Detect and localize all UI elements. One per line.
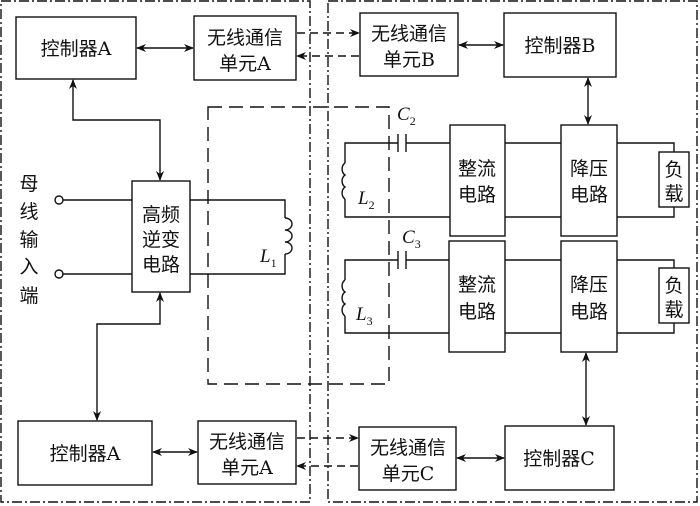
- controller-c-box: [504, 425, 615, 491]
- label-L2: L2: [357, 188, 375, 212]
- load-1-label-2: 载: [664, 183, 683, 205]
- wireless-a-top-box: [193, 15, 297, 81]
- inverter-label-2: 逆变: [142, 229, 180, 251]
- wireless-a-top-label-2: 单元A: [219, 53, 271, 75]
- controller-c-label: 控制器C: [523, 448, 595, 470]
- inverter-label-1: 高频: [142, 204, 180, 226]
- bus-terminal-top: [54, 195, 64, 205]
- controller-b-box: [503, 12, 617, 78]
- bus-input-label-1: 母: [19, 173, 38, 195]
- buck-2-label-1: 降压: [570, 274, 608, 296]
- bus-terminal-bottom: [54, 269, 64, 279]
- wireless-a-bottom-label-1: 无线通信: [209, 431, 285, 453]
- controller-a-bottom-label: 控制器A: [50, 443, 121, 465]
- rectifier-2-box: [448, 240, 506, 353]
- inverter-label-3: 电路: [142, 254, 180, 276]
- bus-input-label-4: 入: [19, 256, 38, 278]
- load-2-label-1: 负: [664, 275, 683, 297]
- controller-a-top-label: 控制器A: [41, 38, 112, 60]
- label-L1: L1: [259, 246, 277, 270]
- buck-1-box: [560, 124, 618, 237]
- rectifier-1-label-2: 电路: [458, 184, 496, 206]
- primary-wire-top: [190, 199, 286, 218]
- buck-2-label-2: 电路: [570, 301, 608, 323]
- receiver-boundary: [327, 0, 698, 503]
- secondary2-wire-top: [344, 259, 398, 277]
- label-C2: C2: [397, 104, 416, 128]
- bus-input-label-3: 输: [19, 229, 38, 251]
- wireless-a-bottom-label-2: 单元A: [221, 457, 273, 479]
- load-2-label-2: 载: [664, 299, 683, 321]
- coupling-region: [207, 106, 390, 385]
- inductor-L3: [341, 279, 347, 317]
- wireless-c-label-1: 无线通信: [370, 437, 446, 459]
- buck-2-box: [560, 240, 618, 353]
- secondary1-wire-top: [344, 142, 398, 163]
- wireless-b-label-2: 单元B: [383, 49, 435, 71]
- wireless-a-top-label-1: 无线通信: [207, 27, 283, 49]
- transmitter-boundary: [0, 0, 311, 503]
- bus-input-label-2: 线: [19, 201, 38, 223]
- buck-1-label-1: 降压: [570, 158, 608, 180]
- wireless-a-bottom-box: [197, 420, 297, 485]
- inductor-L1: [284, 217, 293, 255]
- rectifier-1-label-1: 整流: [458, 158, 496, 180]
- link-inverter-ctrlA-bottom: [93, 292, 164, 421]
- wireless-b-label-1: 无线通信: [371, 23, 447, 45]
- rectifier-1-box: [449, 124, 506, 237]
- buck-1-label-2: 电路: [570, 184, 608, 206]
- label-L3: L3: [355, 304, 373, 328]
- bus-input-label-5: 端: [19, 285, 38, 307]
- rectifier-2-label-2: 电路: [458, 301, 496, 323]
- link-ctrlA-top-inverter: [69, 79, 164, 181]
- wireless-c-label-2: 单元C: [382, 463, 435, 485]
- rectifier-2-label-1: 整流: [458, 274, 496, 296]
- primary-wire-bottom: [190, 254, 286, 275]
- label-C3: C3: [402, 227, 421, 251]
- inductor-L2: [341, 162, 347, 200]
- controller-b-label: 控制器B: [525, 35, 596, 57]
- load-1-label-1: 负: [664, 159, 683, 181]
